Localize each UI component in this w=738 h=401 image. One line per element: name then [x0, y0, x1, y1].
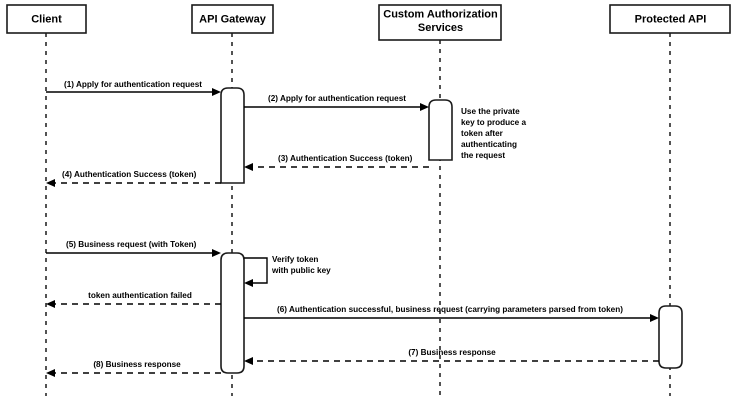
lifeline-lines [45, 33, 671, 396]
message-3-arrowhead [244, 163, 253, 171]
participant-box-client[interactable] [6, 4, 87, 34]
participant-header-api-gateway[interactable]: API Gateway [191, 4, 274, 34]
message-6[interactable]: (6) Authentication successful, business … [244, 305, 659, 322]
note-line-4: authenticating [461, 140, 517, 149]
message-token-authentication-failed[interactable]: token authentication failed [46, 291, 221, 308]
self-message-arrowhead [244, 279, 253, 287]
message-6-label: (6) Authentication successful, business … [277, 305, 623, 314]
message-2-label: (2) Apply for authentication request [268, 94, 406, 103]
note-line-1: Use the private [461, 107, 520, 116]
message-5-label: (5) Business request (with Token) [66, 240, 197, 249]
message-7-label: (7) Business response [408, 348, 496, 357]
message-7-arrowhead [244, 357, 253, 365]
message-1-arrowhead [212, 88, 221, 96]
message-2[interactable]: (2) Apply for authentication request [244, 94, 429, 111]
message-8[interactable]: (8) Business response [46, 360, 221, 377]
note-line-2: key to produce a [461, 118, 527, 127]
self-message-path [244, 257, 268, 284]
participant-label-api-gateway: API Gateway [199, 13, 267, 25]
participant-header-protected-api[interactable]: Protected API [609, 4, 731, 34]
message-8-arrowhead [46, 369, 55, 377]
message-4-label: (4) Authentication Success (token) [62, 170, 197, 179]
note-custom-auth: Use the private key to produce a token a… [461, 107, 527, 160]
message-5[interactable]: (5) Business request (with Token) [46, 240, 221, 257]
message-token-failed-label: token authentication failed [88, 291, 192, 300]
message-3[interactable]: (3) Authentication Success (token) [244, 154, 429, 171]
activation-bar-custom-auth [428, 99, 453, 161]
message-4[interactable]: (4) Authentication Success (token) [46, 170, 221, 187]
participant-box-protected-api[interactable] [609, 4, 731, 34]
participant-label-custom-auth-line1: Custom Authorization [383, 8, 498, 20]
participant-label-custom-auth-line2: Services [418, 22, 463, 34]
message-token-failed-arrowhead [46, 300, 55, 308]
self-message-label-line2: with public key [271, 266, 331, 275]
participant-header-custom-auth[interactable]: Custom Authorization Services [378, 4, 502, 41]
activation-bar-protected-api [658, 305, 683, 369]
message-1[interactable]: (1) Apply for authentication request [46, 80, 221, 96]
activation-bars [220, 87, 683, 374]
message-3-label: (3) Authentication Success (token) [278, 154, 413, 163]
participant-label-client: Client [31, 13, 62, 25]
message-6-arrowhead [650, 314, 659, 322]
participant-box-custom-auth[interactable] [378, 4, 502, 41]
note-line-3: token after [461, 129, 504, 138]
activation-bar-api-gateway-auth [220, 87, 245, 184]
message-5-arrowhead [212, 249, 221, 257]
self-message-label-line1: Verify token [272, 255, 318, 264]
message-7[interactable]: (7) Business response [244, 348, 659, 365]
participant-header-client[interactable]: Client [6, 4, 87, 34]
message-2-arrowhead [420, 103, 429, 111]
self-message-verify-token[interactable]: Verify token with public key [244, 255, 331, 287]
message-8-label: (8) Business response [93, 360, 181, 369]
participant-box-api-gateway[interactable] [191, 4, 274, 34]
message-4-arrowhead [46, 179, 55, 187]
activation-bar-api-gateway-business [220, 252, 245, 374]
participant-label-protected-api: Protected API [635, 13, 707, 25]
note-line-5: the request [461, 151, 505, 160]
message-1-label: (1) Apply for authentication request [64, 80, 202, 89]
